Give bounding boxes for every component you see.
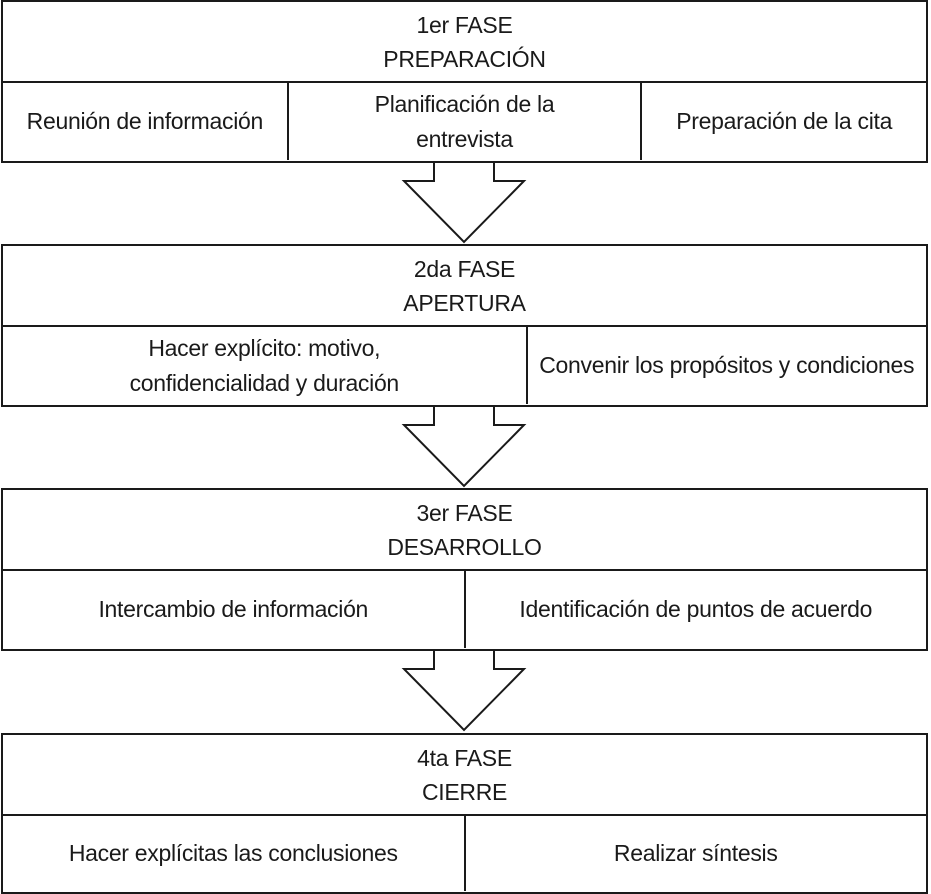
phase-2-number: 2da FASE — [413, 255, 516, 282]
phase-3-steps: Intercambio de información Identificació… — [3, 571, 926, 648]
down-arrow-icon — [401, 405, 527, 488]
phase-1-step-3: Preparación de la cita — [640, 83, 926, 160]
phase-2-header: 2da FASE APERTURA — [3, 246, 926, 327]
phase-2-box: 2da FASE APERTURA Hacer explícito: motiv… — [1, 244, 928, 407]
phase-4-number: 4ta FASE — [417, 744, 512, 771]
phase-3-number: 3er FASE — [416, 499, 513, 526]
phase-4-step-1: Hacer explícitas las conclusiones — [68, 840, 398, 866]
phase-4-steps: Hacer explícitas las conclusiones Realiz… — [3, 816, 926, 891]
phase-2-step-2: Convenir los propósitos y condiciones — [525, 327, 927, 404]
phase-3-step-1: Intercambio de información — [98, 596, 369, 622]
phase-2-step-1: Hacer explícito: motivo, confidencialida… — [129, 334, 400, 396]
phase-1-box: 1er FASE PREPARACIÓN Reunión de informac… — [1, 0, 928, 163]
down-arrow-icon — [401, 161, 527, 244]
phase-2-title: APERTURA — [403, 289, 526, 316]
phase-1-header: 1er FASE PREPARACIÓN — [3, 2, 926, 83]
phase-1-step-1: Reunión de información — [26, 108, 264, 134]
phase-2-steps: Hacer explícito: motivo, confidencialida… — [3, 327, 926, 404]
phase-4-title: CIERRE — [421, 778, 508, 805]
phase-3-box: 3er FASE DESARROLLO Intercambio de infor… — [1, 488, 928, 651]
phase-3-step-2: Identificación de puntos de acuerdo — [463, 571, 927, 648]
phase-1-step-2: Planificación de la entrevista — [286, 83, 641, 160]
phase-4-header: 4ta FASE CIERRE — [3, 735, 926, 816]
phase-1-title: PREPARACIÓN — [383, 45, 546, 72]
phase-3-header: 3er FASE DESARROLLO — [3, 490, 926, 571]
phase-3-title: DESARROLLO — [387, 533, 542, 560]
phase-1-steps: Reunión de información Planificación de … — [3, 83, 926, 160]
down-arrow-icon — [401, 649, 527, 732]
phase-4-step-2: Realizar síntesis — [463, 816, 927, 891]
phase-4-box: 4ta FASE CIERRE Hacer explícitas las con… — [1, 733, 928, 894]
phase-1-number: 1er FASE — [416, 11, 513, 38]
